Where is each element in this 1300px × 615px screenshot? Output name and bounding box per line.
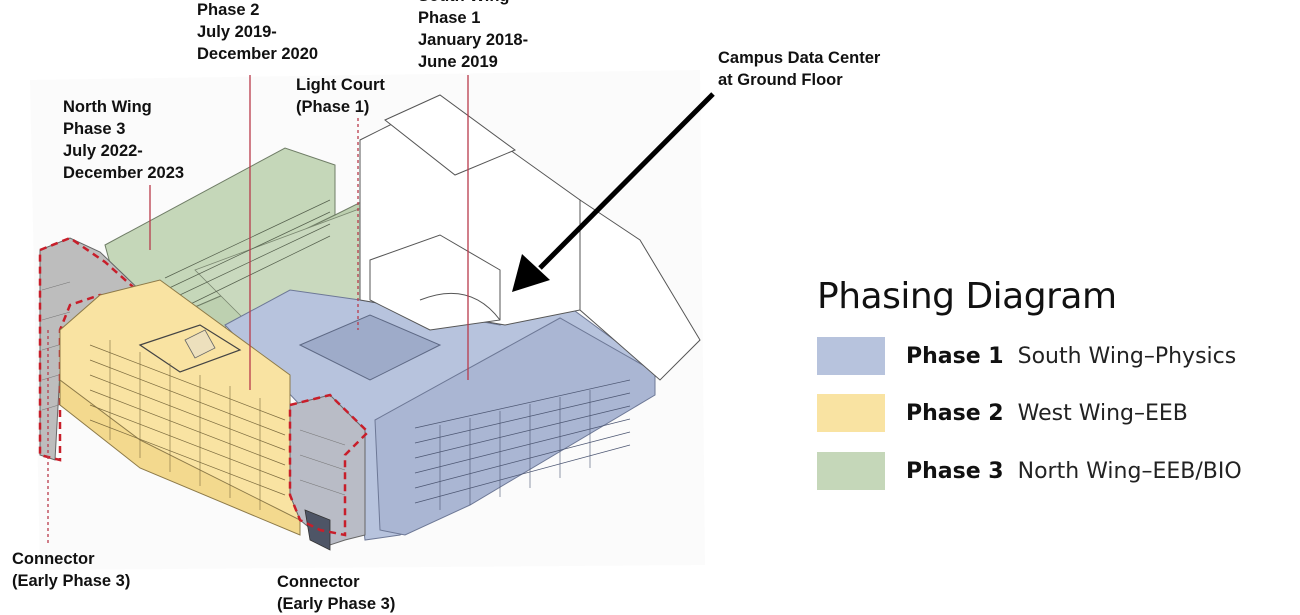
legend-item-phase3: Phase 3 North Wing–EEB/BIO	[817, 452, 1242, 490]
callout-data-center: Campus Data Center at Ground Floor	[718, 49, 881, 89]
legend-swatch-phase3	[817, 452, 885, 490]
callout-phase2: Phase 2 July 2019- December 2020	[197, 1, 319, 63]
leader-lines	[47, 75, 469, 545]
legend-description: West Wing–EEB	[1017, 400, 1188, 426]
callout-connector-west: Connector (Early Phase 3)	[12, 550, 131, 590]
legend-swatch-phase2	[817, 394, 885, 432]
legend-title: Phasing Diagram	[817, 276, 1117, 317]
callout-south-wing: South Wing Phase 1 January 2018- June 20…	[418, 0, 529, 71]
legend-phase-label: Phase 1	[906, 343, 1004, 369]
west-wing-phase2	[59, 279, 301, 536]
legend-description: North Wing–EEB/BIO	[1017, 458, 1242, 484]
building-isometric-drawing	[38, 75, 885, 551]
callout-light-court: Light Court (Phase 1)	[296, 76, 385, 116]
connector-south	[288, 393, 370, 551]
legend-item-phase1: Phase 1 South Wing–Physics	[817, 337, 1236, 375]
legend-phase-label: Phase 2	[906, 400, 1004, 426]
callout-north-wing: North Wing Phase 3 July 2022- December 2…	[63, 98, 185, 182]
callout-connector-south: Connector (Early Phase 3)	[277, 573, 396, 613]
legend-description: South Wing–Physics	[1017, 343, 1237, 369]
data-center-arrow	[512, 92, 715, 292]
legend-phase-label: Phase 3	[906, 458, 1004, 484]
legend-item-phase2: Phase 2 West Wing–EEB	[817, 394, 1188, 432]
legend-swatch-phase1	[817, 337, 885, 375]
